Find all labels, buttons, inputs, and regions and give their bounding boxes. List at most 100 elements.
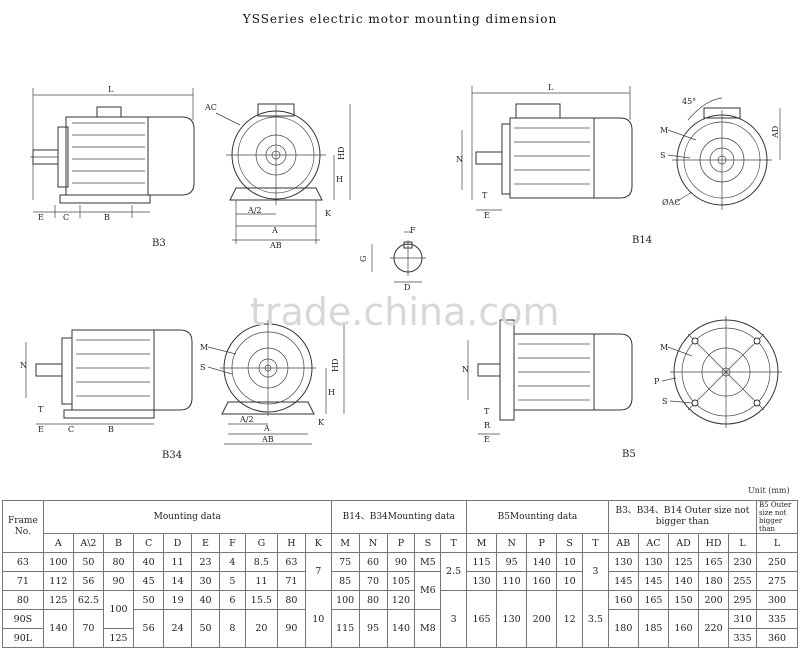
col-header: AB: [607, 533, 639, 553]
dim-M-b34: M: [200, 343, 208, 352]
dim-B-b34: B: [108, 425, 114, 434]
table-cell: 295: [728, 590, 758, 610]
table-cell: 90: [276, 609, 306, 648]
dim-C-b34: C: [68, 425, 74, 434]
dim-B: B: [104, 213, 110, 222]
table-cell: 40: [191, 590, 220, 610]
dim-S: S: [660, 151, 665, 160]
col-header: L: [756, 533, 798, 553]
table-cell: 130: [465, 571, 498, 591]
table-cell: 95: [358, 609, 388, 648]
dim-N: N: [456, 155, 463, 164]
dim-L: L: [108, 85, 114, 94]
table-cell: 10: [556, 552, 584, 572]
table-cell: 160: [607, 590, 639, 610]
dim-A2-b34: A/2: [239, 415, 254, 424]
table-cell: 180: [607, 609, 639, 648]
dim-A-b34: A: [263, 424, 270, 433]
table-cell: 50: [191, 609, 220, 648]
table-cell: 70: [358, 571, 388, 591]
table-cell: 90: [386, 552, 416, 572]
table-cell: 130: [637, 552, 669, 572]
dim-G: G: [359, 256, 368, 262]
table-cell: 145: [607, 571, 639, 591]
dim-H-b34: H: [328, 388, 335, 397]
dim-HD-b34: HD: [331, 359, 340, 372]
table-cell: 125: [42, 590, 74, 610]
col-header: N: [496, 533, 528, 553]
table-cell: 23: [191, 552, 220, 572]
table-cell: 45: [133, 571, 165, 591]
dim-angle: 45°: [682, 97, 696, 106]
col-header: T: [582, 533, 609, 553]
table-cell: 3: [440, 590, 467, 648]
table-cell: M5: [414, 552, 442, 572]
col-header: A\2: [72, 533, 104, 553]
table-cell: 335: [728, 628, 758, 648]
table-cell: 300: [756, 590, 798, 610]
col-header: P: [386, 533, 416, 553]
dim-T-b34: T: [38, 405, 44, 414]
table-cell: 100: [42, 552, 74, 572]
dim-S-b34: S: [200, 363, 205, 372]
table-cell: 275: [756, 571, 798, 591]
table-cell: 125: [102, 628, 135, 648]
table-cell: 140: [526, 552, 558, 572]
dim-E: E: [38, 213, 44, 222]
table-cell: 24: [163, 609, 193, 648]
table-cell: M8: [414, 609, 442, 648]
table-cell: 150: [667, 590, 700, 610]
table-cell: 105: [386, 571, 416, 591]
table-cell: 11: [163, 552, 193, 572]
col-header: AC: [637, 533, 669, 553]
watermark: trade.china.com: [250, 290, 560, 334]
col-header: A: [42, 533, 74, 553]
group-b5-mounting: B5Mounting data: [466, 500, 609, 534]
table-cell: 15.5: [244, 590, 278, 610]
frame-cell: 90L: [2, 628, 44, 648]
b14-side-view: L N T E B14: [456, 83, 652, 246]
dim-L-b14: L: [548, 83, 554, 92]
table-cell: 130: [607, 552, 639, 572]
dim-AD: AD: [771, 126, 780, 139]
table-cell: 10: [304, 590, 332, 648]
table-cell: 115: [330, 609, 360, 648]
table-cell: 115: [465, 552, 498, 572]
col-header: E: [191, 533, 220, 553]
table-cell: 310: [728, 609, 758, 629]
table-cell: 130: [496, 590, 528, 648]
table-cell: 3: [582, 552, 609, 591]
b5-side-view: N T R E B5: [462, 319, 636, 460]
table-cell: 75: [330, 552, 360, 572]
caption-b14: B14: [632, 235, 652, 246]
dim-R-b5: R: [484, 421, 491, 430]
col-header: H: [276, 533, 306, 553]
mounting-drawing: L E C B B3 A C HD: [20, 83, 782, 461]
dim-K-b34: K: [318, 418, 325, 427]
table-cell: 360: [756, 628, 798, 648]
table-cell: 140: [386, 609, 416, 648]
table-cell: 12: [556, 590, 584, 648]
table-cell: 20: [244, 609, 278, 648]
table-cell: 56: [133, 609, 165, 648]
col-header: B: [102, 533, 135, 553]
table-cell: 14: [163, 571, 193, 591]
dim-A: A: [271, 226, 278, 235]
col-header: G: [244, 533, 278, 553]
table-cell: 95: [496, 552, 528, 572]
table-cell: 200: [698, 590, 730, 610]
dim-E-b34: E: [38, 425, 44, 434]
table-cell: 140: [42, 609, 74, 648]
table-cell: 165: [465, 590, 498, 648]
dim-P-b5: P: [654, 377, 660, 386]
group-mounting-data: Mounting data: [42, 500, 332, 534]
b3-side-view: L E C B B3: [30, 85, 195, 249]
table-cell: 120: [386, 590, 416, 610]
table-cell: 145: [637, 571, 669, 591]
frame-cell: 90S: [2, 609, 44, 629]
table-cell: 160: [526, 571, 558, 591]
table-cell: 8.5: [244, 552, 278, 572]
